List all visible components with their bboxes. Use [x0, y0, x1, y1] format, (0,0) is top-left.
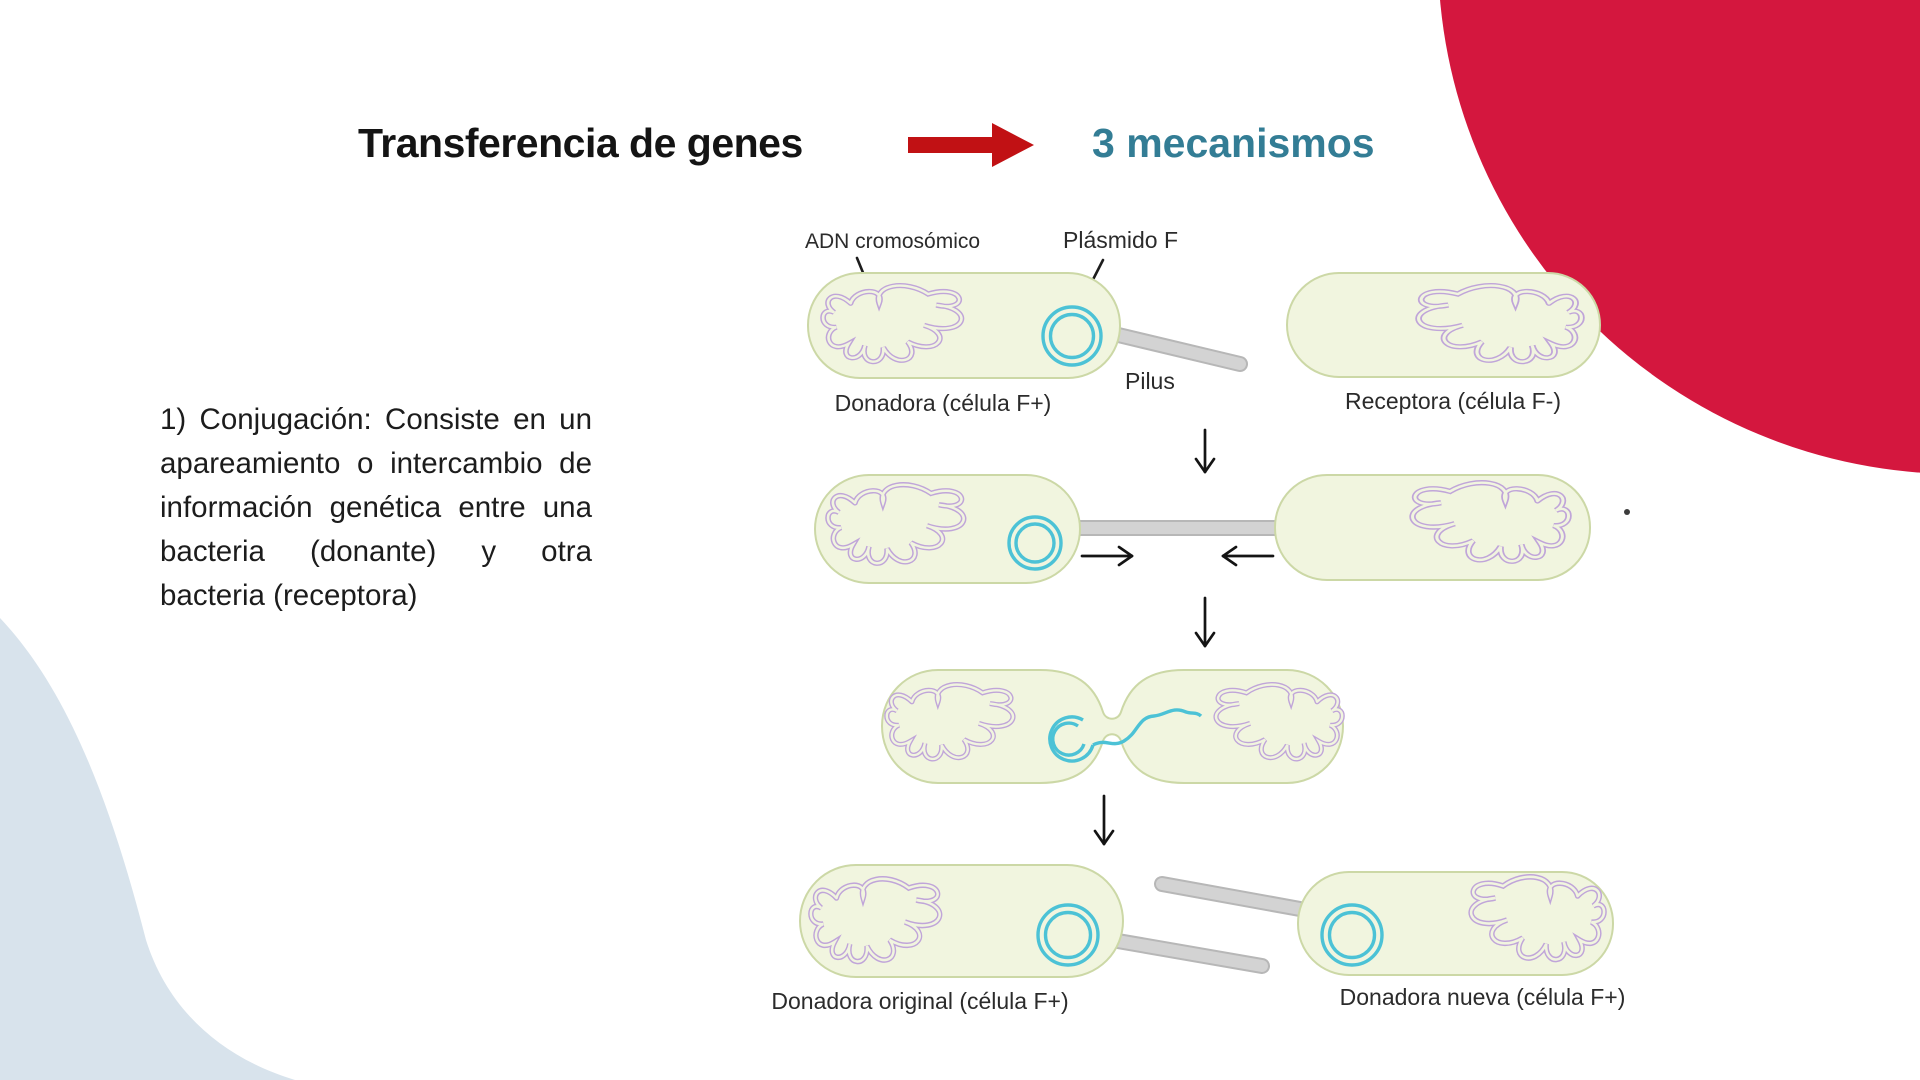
pilus-lower	[1106, 934, 1268, 972]
pilus-label: Pilus	[1125, 368, 1175, 394]
title-arrow	[908, 123, 1034, 167]
conjugation-paragraph: 1) Conjugación: Consiste en un apareamie…	[160, 398, 592, 618]
final-donor-cell	[799, 864, 1124, 978]
adn-cromosomico-label: ADN cromosómico	[805, 230, 981, 253]
paragraph-line: bacteria (donante) y otra	[160, 535, 592, 568]
down-arrow-1	[1194, 428, 1216, 474]
paragraph-line: bacteria (receptora)	[160, 579, 418, 612]
paragraph-line: apareamiento o intercambio de	[160, 447, 592, 480]
final-new-plasmid	[1320, 903, 1384, 967]
stray-dot	[1624, 509, 1630, 515]
transfer-arrow-right	[1080, 545, 1134, 567]
donadora-original-label: Donadora original (célula F+)	[771, 988, 1069, 1014]
transfer-arrow-left	[1221, 545, 1275, 567]
receptor-cell-row1	[1286, 272, 1601, 378]
donadora-nueva-label: Donadora nueva (célula F+)	[1339, 984, 1626, 1010]
plasmid-f-row1	[1041, 305, 1103, 367]
background-wave	[0, 618, 295, 1080]
plasmid-f-row2	[1007, 515, 1063, 571]
plasmido-f-label: Plásmido F	[1063, 227, 1179, 253]
donor-cell-row1	[807, 272, 1121, 379]
receptora-label: Receptora (célula F-)	[1344, 388, 1562, 414]
slide-subtitle: 3 mecanismos	[1092, 120, 1375, 166]
final-new-cell	[1297, 871, 1614, 976]
paragraph-line: 1) Conjugación: Consiste en un	[160, 403, 592, 436]
merged-cell	[880, 669, 1345, 784]
slide-title: Transferencia de genes	[358, 120, 803, 166]
donadora-label: Donadora (célula F+)	[834, 390, 1052, 416]
paragraph-line: información genética entre una	[160, 491, 592, 524]
open-plasmid	[1048, 708, 1203, 763]
background-red-circle	[1440, 0, 1920, 473]
down-arrow-3	[1093, 794, 1115, 846]
plasmid-tail	[1092, 708, 1203, 747]
pilus-1	[1104, 327, 1246, 370]
down-arrow-2	[1194, 596, 1216, 648]
final-donor-plasmid	[1036, 903, 1100, 967]
pilus-upper	[1156, 878, 1306, 915]
